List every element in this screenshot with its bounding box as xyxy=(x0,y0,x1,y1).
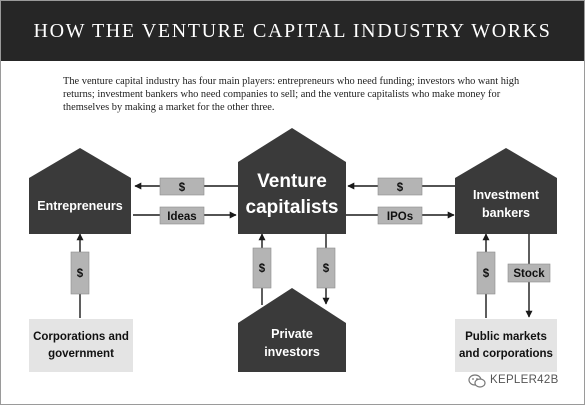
investment-bankers-label-line1: Investment xyxy=(473,188,540,202)
private-investors-label-line1: Private xyxy=(271,327,313,341)
tag-bankers-to-public-label: Stock xyxy=(513,268,545,280)
tag-public-to-bankers-label: $ xyxy=(483,268,490,280)
investment-bankers-node xyxy=(455,148,557,234)
tag-private-to-vc-box xyxy=(252,247,272,289)
investment-bankers-label-line2: bankers xyxy=(482,206,530,220)
tag-bankers-to-public-box xyxy=(507,263,551,283)
tag-vc-to-entrepreneurs-label: $ xyxy=(179,182,186,194)
tag-vc-to-bankers-box xyxy=(377,206,423,225)
corporations-node xyxy=(29,319,133,372)
tag-private-to-vc-label: $ xyxy=(259,263,266,275)
tag-entrepreneurs-to-vc-label: Ideas xyxy=(167,211,196,223)
title-bar: HOW THE VENTURE CAPITAL INDUSTRY WORKS xyxy=(1,1,584,61)
tag-corporations-label: $ xyxy=(77,268,84,280)
private-investors-label-line2: investors xyxy=(264,345,320,359)
tag-bankers-to-vc-label: $ xyxy=(397,182,404,194)
private-investors-node xyxy=(238,288,346,372)
corporations-label-line2: government xyxy=(48,348,114,360)
venture-capitalists-label-line1: Venture xyxy=(257,171,327,192)
public-markets-label-line1: Public markets xyxy=(465,331,547,343)
watermark: KEPLER42B xyxy=(468,372,578,392)
intro-paragraph: The venture capital industry has four ma… xyxy=(63,76,520,113)
tag-vc-to-bankers-label: IPOs xyxy=(387,211,413,223)
tag-vc-to-entrepreneurs-box xyxy=(159,177,205,196)
tag-vc-to-private-label: $ xyxy=(323,263,330,275)
chat-bubble-icon xyxy=(468,374,486,388)
entrepreneurs-node xyxy=(29,148,131,234)
tag-public-to-bankers-box xyxy=(476,251,496,295)
public-markets-label-line2: and corporations xyxy=(459,348,553,360)
page-title: HOW THE VENTURE CAPITAL INDUSTRY WORKS xyxy=(33,20,552,42)
tag-vc-to-private-box xyxy=(316,247,336,289)
entrepreneurs-label: Entrepreneurs xyxy=(37,199,122,213)
tag-bankers-to-vc-box xyxy=(377,177,423,196)
tag-corporations-box xyxy=(70,251,90,295)
tag-entrepreneurs-to-vc-box xyxy=(159,206,205,225)
public-markets-node xyxy=(455,319,557,372)
watermark-text: KEPLER42B xyxy=(490,374,559,386)
venture-capitalists-node xyxy=(238,128,346,234)
venture-capitalists-label-line2: capitalists xyxy=(246,197,339,218)
corporations-label-line1: Corporations and xyxy=(33,331,129,343)
